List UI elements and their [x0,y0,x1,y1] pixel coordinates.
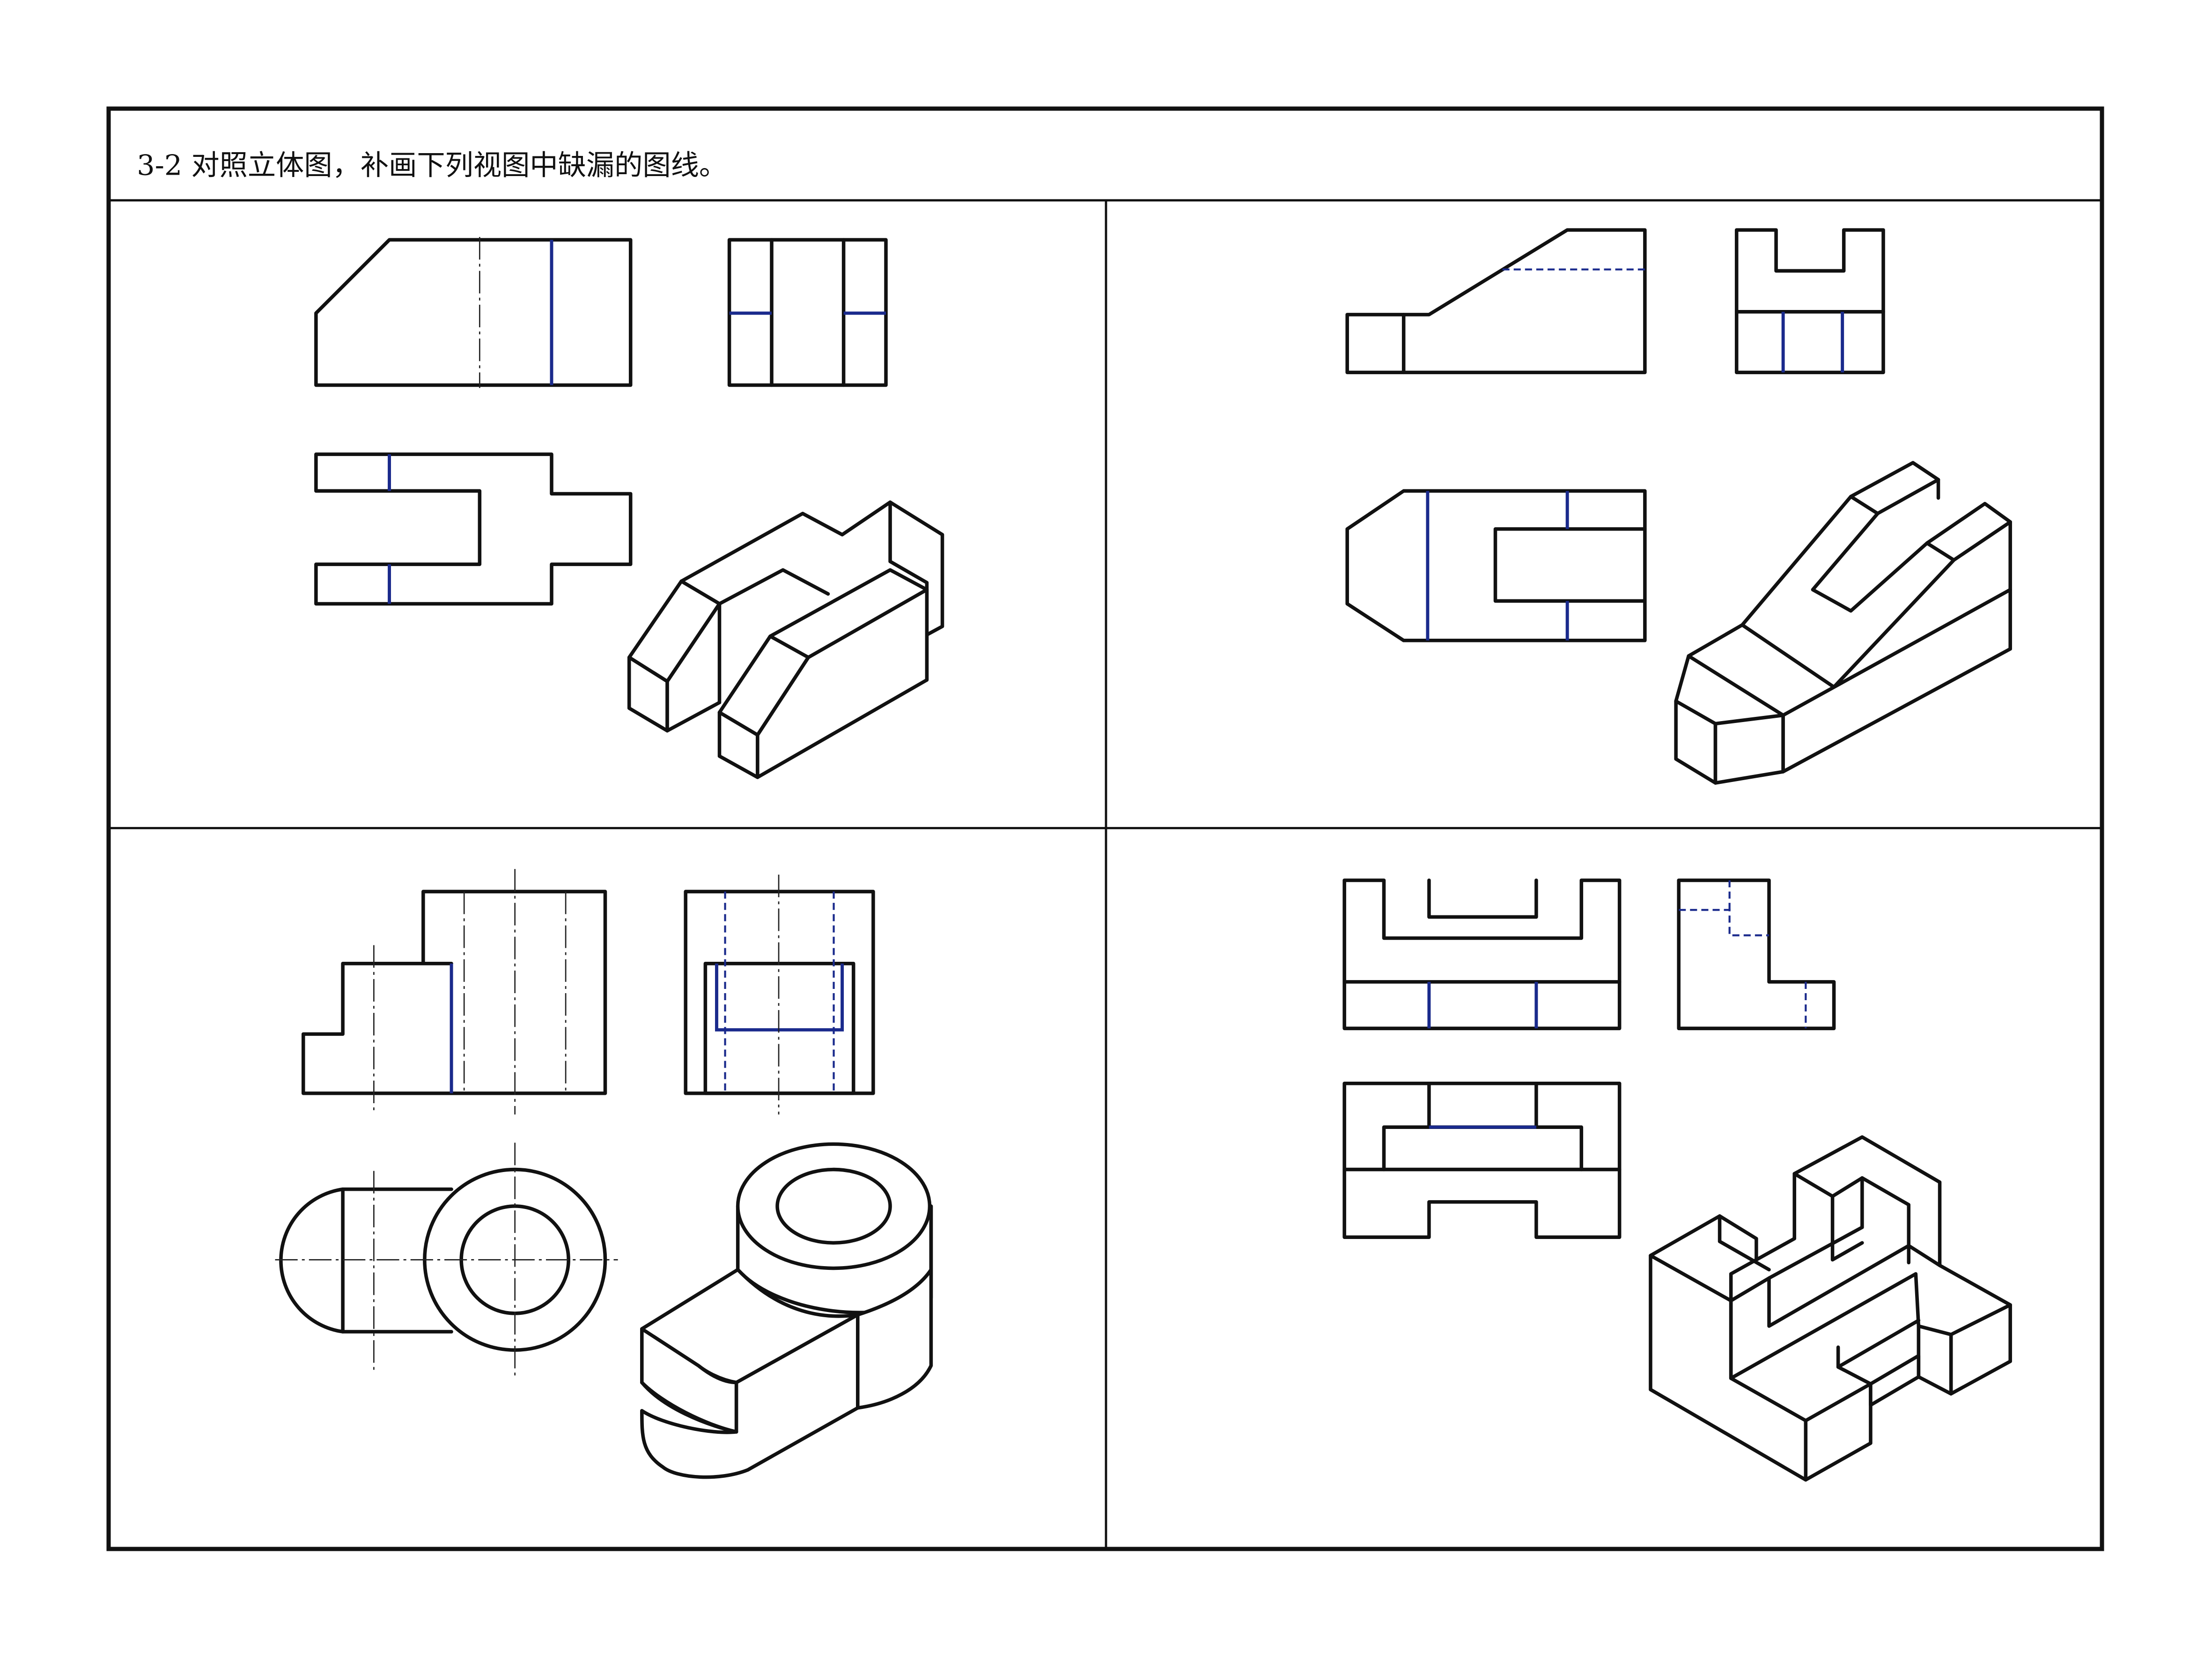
q2-top-view [1345,489,1647,642]
q4-isometric-view [1649,1135,2012,1482]
exercise-1 [314,237,944,779]
exercise-4 [1342,878,2012,1482]
q1-isometric-view [627,500,944,779]
q3-isometric-view [640,1142,933,1479]
q2-front-view [1345,228,1647,375]
q4-front-view [1342,878,1622,1031]
sheet-title: 3-2 对照立体图，补画下列视图中缺漏的图线。 [137,149,727,182]
q4-side-view [1677,878,1836,1031]
exercise-2 [1345,228,2012,785]
q3-front-view [301,869,607,1115]
sheet-frame [106,106,2104,1551]
q3-side-view [684,874,875,1115]
q3-top-view [275,1143,618,1376]
exercise-3 [275,869,933,1479]
q2-isometric-view [1674,461,2012,785]
q1-front-view [314,237,633,388]
q4-top-view [1342,1082,1622,1239]
q2-side-view [1734,228,1885,375]
q1-top-view [314,452,633,606]
q1-side-view [727,238,888,387]
